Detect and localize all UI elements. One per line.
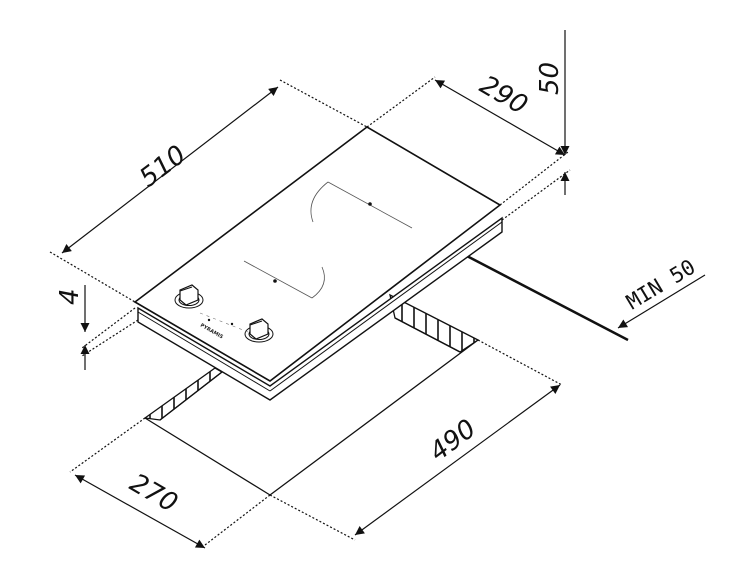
dimension-min50-line [617, 274, 706, 329]
label-min-50: MIN 50 [622, 255, 699, 315]
dimension-290-line [434, 79, 566, 156]
hob [133, 126, 503, 401]
label-270: 270 [125, 468, 183, 519]
dimension-270-line [74, 474, 206, 549]
worktop-edge [464, 253, 629, 342]
label-510: 510 [134, 140, 192, 194]
dimension-490-line [354, 384, 561, 536]
dimension-510-line [61, 86, 279, 254]
control-knob-right [244, 318, 274, 343]
label-50: 50 [535, 62, 565, 95]
label-290: 290 [475, 70, 533, 121]
extension-lines [49, 76, 571, 546]
label-4: 4 [55, 288, 85, 305]
label-490: 490 [424, 414, 482, 468]
control-knob-left [174, 284, 204, 309]
